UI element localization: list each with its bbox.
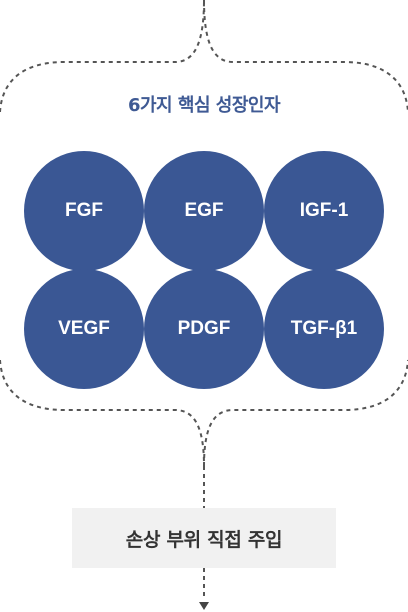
factor-label: PDGF (177, 318, 231, 339)
factor-label: TGF-β1 (290, 318, 358, 339)
injection-step-label: 손상 부위 직접 주입 (125, 528, 283, 551)
arrow-down-icon (199, 602, 209, 610)
section-title: 6가지 핵심 성장인자 (127, 95, 281, 116)
factor-circle: FGF (24, 151, 144, 271)
factor-label: VEGF (58, 318, 110, 339)
factor-label: EGF (184, 200, 224, 221)
growth-factor-grid: FGF EGF IGF-1 VEGF PDGF TGF-β1 (24, 151, 384, 391)
factor-label: FGF (65, 200, 103, 221)
factor-label: IGF-1 (299, 200, 349, 221)
factor-circle: PDGF (144, 269, 264, 389)
factor-circle: IGF-1 (264, 151, 384, 271)
factor-circle: EGF (144, 151, 264, 271)
factor-circle: TGF-β1 (264, 269, 384, 389)
injection-step-box: 손상 부위 직접 주입 (72, 508, 336, 568)
factor-circle: VEGF (24, 269, 144, 389)
